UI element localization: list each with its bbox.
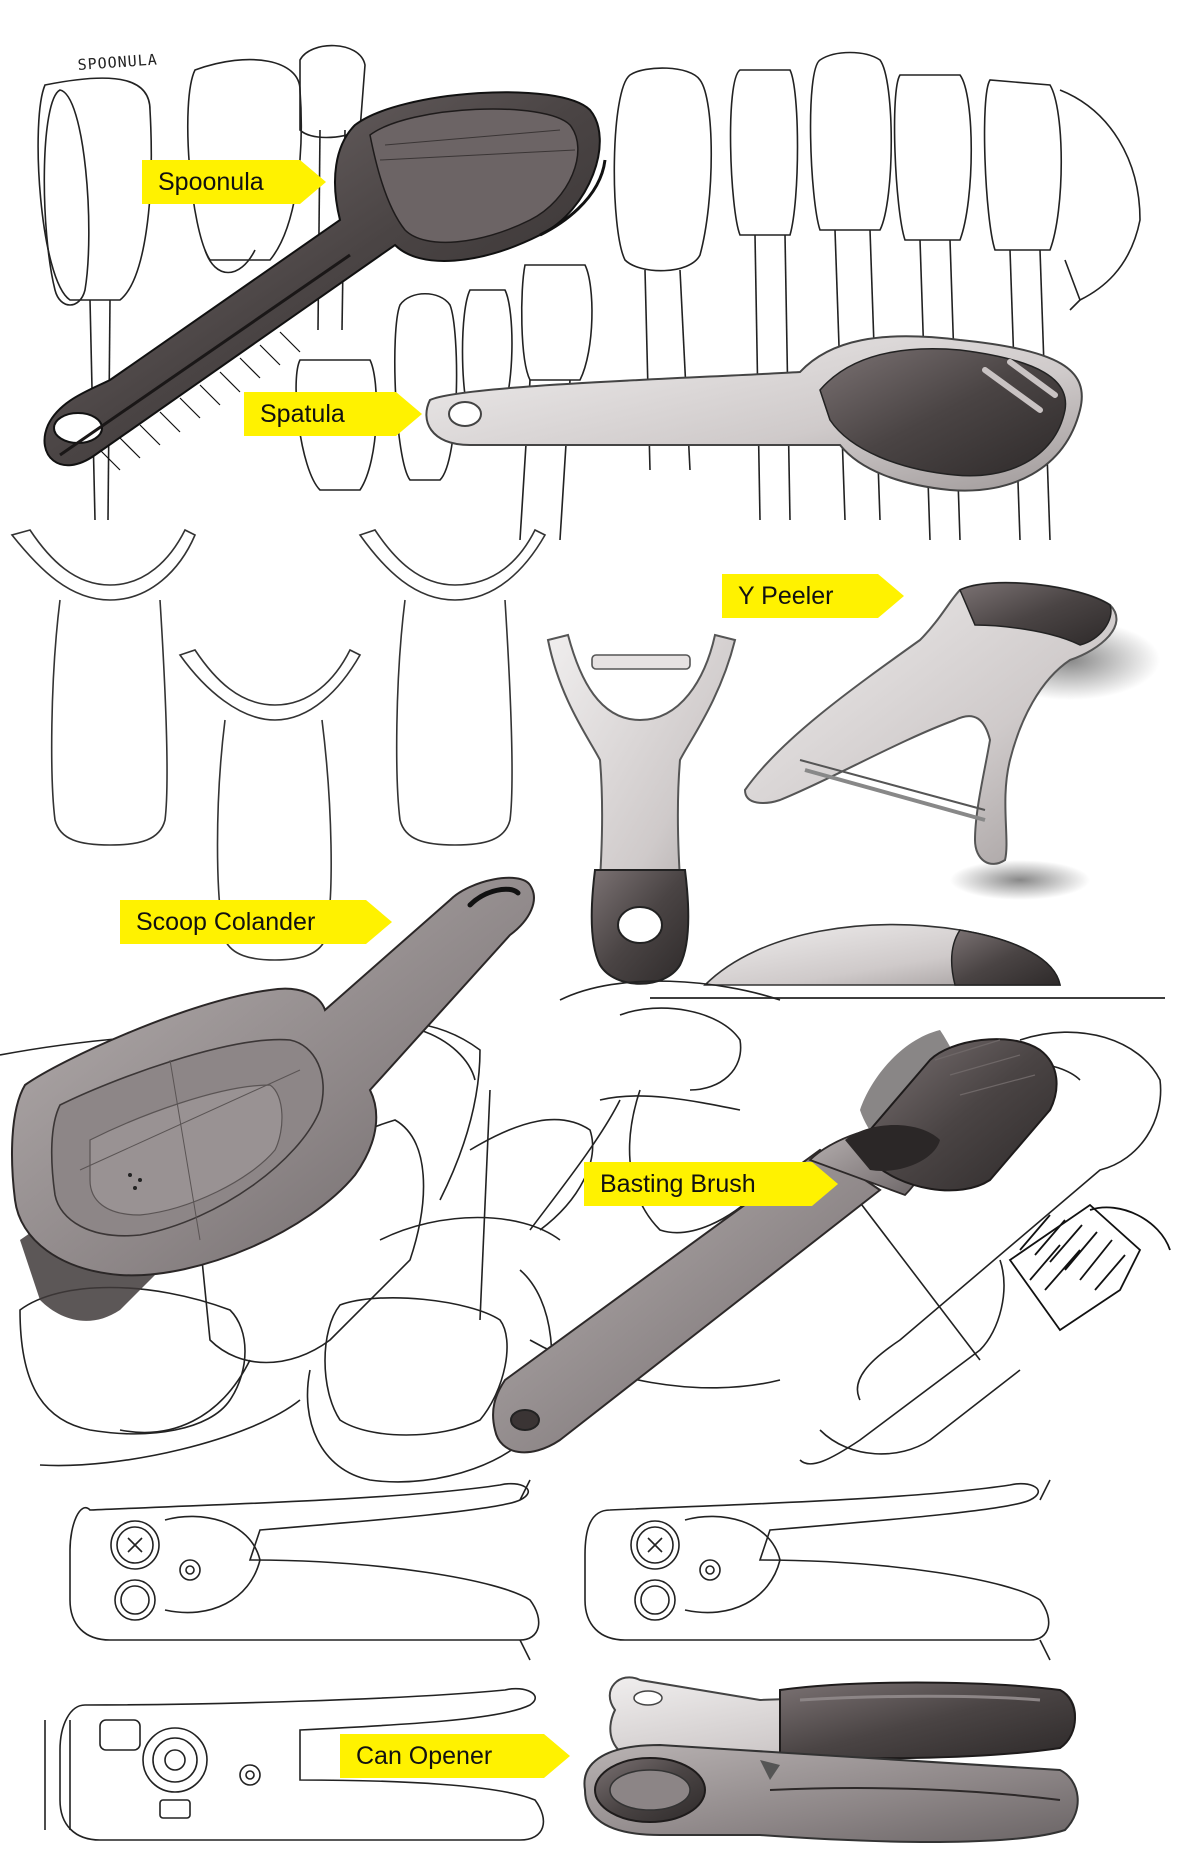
can-opener-top-left-sketch [69, 1479, 540, 1661]
sketch-handwritten-note: SPOONULA [77, 50, 158, 74]
label-basting-brush: Basting Brush [584, 1162, 838, 1206]
spoonula-rendering [43, 91, 607, 471]
can-opener-bottom-left-sketch [44, 1687, 545, 1841]
label-spoonula: Spoonula [142, 160, 326, 204]
can-opener-top-right-sketch [584, 1479, 1051, 1661]
scoop-colander-rendering [11, 876, 535, 1321]
label-scoop-colander: Scoop Colander [120, 900, 392, 944]
basting-brush-bristles-sketch [1008, 1203, 1171, 1332]
scoop-colander-outline-sketches [0, 1021, 621, 1483]
label-can-opener: Can Opener [340, 1734, 570, 1778]
y-peeler-outline-sketches [10, 528, 547, 961]
spatula-rendering [425, 335, 1083, 492]
basting-brush-rendering [492, 1030, 1058, 1454]
label-y-peeler: Y Peeler [722, 574, 904, 618]
y-peeler-front-rendering [546, 633, 737, 985]
y-peeler-angled-rendering [743, 581, 1160, 900]
label-spatula: Spatula [244, 392, 422, 436]
can-opener-rendering [583, 1676, 1079, 1843]
y-peeler-side-view [650, 923, 1165, 999]
